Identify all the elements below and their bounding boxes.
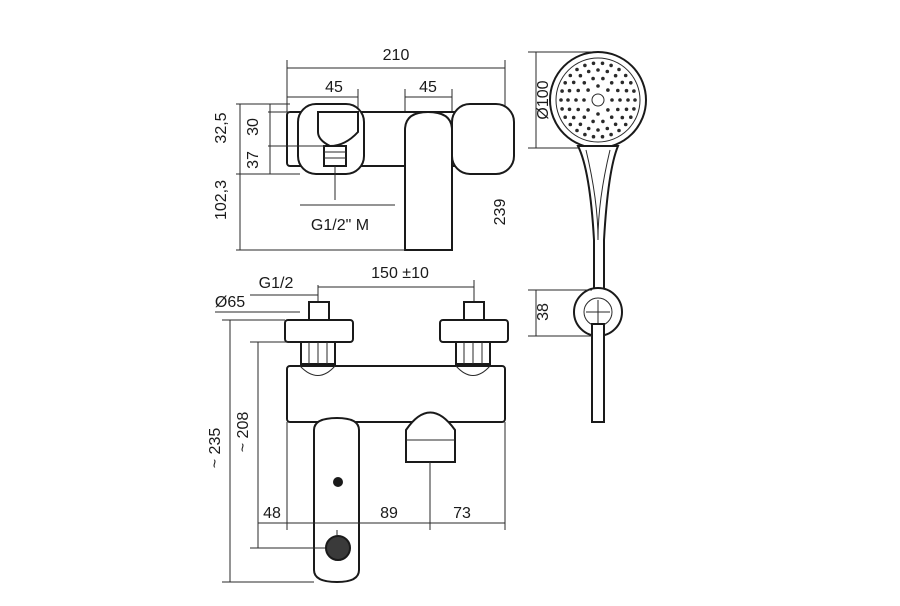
nozzle-dot bbox=[563, 81, 567, 85]
nozzle-dot bbox=[568, 73, 573, 78]
nozzle-dot bbox=[610, 98, 614, 102]
nozzle-dot bbox=[586, 108, 590, 112]
nozzle-dot bbox=[624, 107, 629, 112]
nozzle-dot bbox=[571, 80, 576, 85]
nozzle-dot bbox=[616, 107, 620, 112]
dim-45-left: 45 bbox=[325, 79, 343, 96]
connection-label-front: G1/2 bbox=[259, 275, 294, 292]
nozzle-dot bbox=[620, 80, 625, 85]
nozzle-dot bbox=[576, 88, 580, 93]
nozzle-dot bbox=[582, 81, 587, 85]
nozzle-dot bbox=[600, 61, 605, 66]
nozzle-dot bbox=[618, 98, 622, 102]
dim-239: 239 bbox=[492, 199, 509, 226]
dim-102-3: 102,3 bbox=[213, 180, 230, 220]
nozzle-dot bbox=[586, 88, 590, 92]
nozzle-dot bbox=[609, 132, 613, 137]
nozzle-dot bbox=[568, 122, 573, 127]
nozzle-dot bbox=[605, 126, 610, 131]
nozzle-dot bbox=[591, 119, 595, 124]
nozzle-dot bbox=[566, 98, 570, 102]
dim-37: 37 bbox=[245, 151, 262, 169]
nozzle-dot bbox=[582, 115, 587, 119]
nozzle-dot bbox=[605, 69, 610, 74]
nozzle-dot bbox=[609, 63, 613, 68]
dim-48: 48 bbox=[263, 505, 281, 522]
nozzle-dot bbox=[559, 98, 563, 102]
dim-150: 150 ±10 bbox=[371, 265, 429, 282]
dim-30: 30 bbox=[245, 118, 262, 136]
dim-45-right: 45 bbox=[419, 79, 437, 96]
nozzle-dot bbox=[623, 73, 628, 78]
nozzle-dot bbox=[575, 67, 579, 72]
nozzle-dot bbox=[567, 107, 572, 112]
nozzle-dot bbox=[629, 115, 633, 119]
nozzle-dot bbox=[586, 126, 591, 131]
nozzle-dot bbox=[578, 122, 583, 127]
front-view: G1/2 150 ±10 Ø65 bbox=[207, 265, 509, 584]
nozzle-dot bbox=[583, 132, 587, 137]
nozzle-dot bbox=[571, 115, 576, 120]
nozzle-dot bbox=[613, 73, 618, 78]
nozzle-dot bbox=[609, 81, 614, 85]
nozzle-dot bbox=[591, 76, 595, 81]
dim-38: 38 bbox=[535, 303, 552, 321]
nozzle-dot bbox=[591, 61, 596, 66]
nozzle-dot bbox=[596, 68, 600, 72]
dim-89: 89 bbox=[380, 505, 398, 522]
nozzle-dot bbox=[601, 76, 605, 81]
dim-208: ~ 208 bbox=[235, 412, 252, 453]
nozzle-dot bbox=[601, 119, 605, 124]
connection-label-top: G1/2" M bbox=[311, 217, 369, 234]
dim-210: 210 bbox=[383, 47, 410, 64]
nozzle-dot bbox=[633, 98, 637, 102]
nozzle-dot bbox=[596, 84, 600, 88]
nozzle-dot bbox=[616, 88, 620, 93]
dim-diameter-65: Ø65 bbox=[215, 294, 245, 311]
nozzle-dot bbox=[626, 98, 630, 102]
nozzle-dot bbox=[600, 134, 605, 139]
nozzle-dot bbox=[632, 107, 636, 111]
top-view: 210 45 45 32,5 30 37 102,3 bbox=[213, 47, 515, 251]
nozzle-dot bbox=[563, 115, 567, 119]
nozzle-dot bbox=[576, 107, 580, 112]
nozzle-dot bbox=[606, 88, 610, 92]
nozzle-dot bbox=[591, 134, 596, 139]
nozzle-dot bbox=[596, 128, 600, 132]
nozzle-dot bbox=[560, 107, 564, 111]
nozzle-dot bbox=[586, 69, 591, 74]
nozzle-dot bbox=[575, 128, 579, 133]
nozzle-dot bbox=[613, 122, 618, 127]
nozzle-dot bbox=[560, 89, 564, 93]
dim-32-5: 32,5 bbox=[213, 112, 230, 143]
nozzle-dot bbox=[632, 89, 636, 93]
nozzle-dot bbox=[609, 115, 614, 119]
shower-nozzles bbox=[559, 61, 637, 139]
nozzle-dot bbox=[596, 112, 600, 116]
nozzle-dot bbox=[574, 98, 578, 102]
nozzle-dot bbox=[623, 122, 628, 127]
nozzle-dot bbox=[624, 88, 629, 93]
nozzle-dot bbox=[617, 128, 621, 133]
dim-73: 73 bbox=[453, 505, 471, 522]
nozzle-dot bbox=[578, 73, 583, 78]
nozzle-dot bbox=[582, 98, 586, 102]
dim-235: ~ 235 bbox=[207, 428, 224, 469]
nozzle-dot bbox=[583, 63, 587, 68]
nozzle-dot bbox=[567, 88, 572, 93]
dim-diameter-100: Ø100 bbox=[535, 80, 552, 119]
nozzle-dot bbox=[620, 115, 625, 120]
hand-shower: Ø100 38 bbox=[528, 51, 647, 423]
nozzle-dot bbox=[617, 67, 621, 72]
nozzle-dot bbox=[606, 108, 610, 112]
nozzle-dot bbox=[629, 81, 633, 85]
